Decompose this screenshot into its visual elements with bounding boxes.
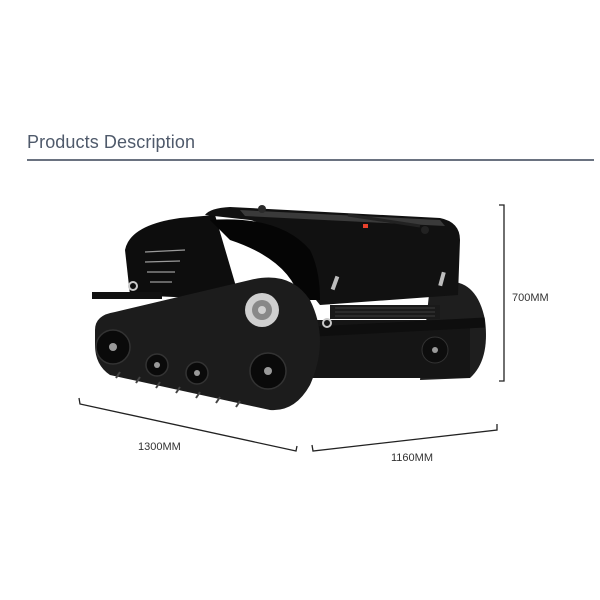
section-divider — [27, 159, 594, 161]
length-dimension-label: 1300MM — [138, 441, 181, 453]
mower-illustration — [92, 205, 486, 411]
section-title: Products Description — [27, 132, 196, 152]
width-dimension-label: 1160MM — [391, 452, 433, 464]
height-dimension-label: 700MM — [512, 292, 549, 304]
dimension-lines — [78, 204, 505, 452]
